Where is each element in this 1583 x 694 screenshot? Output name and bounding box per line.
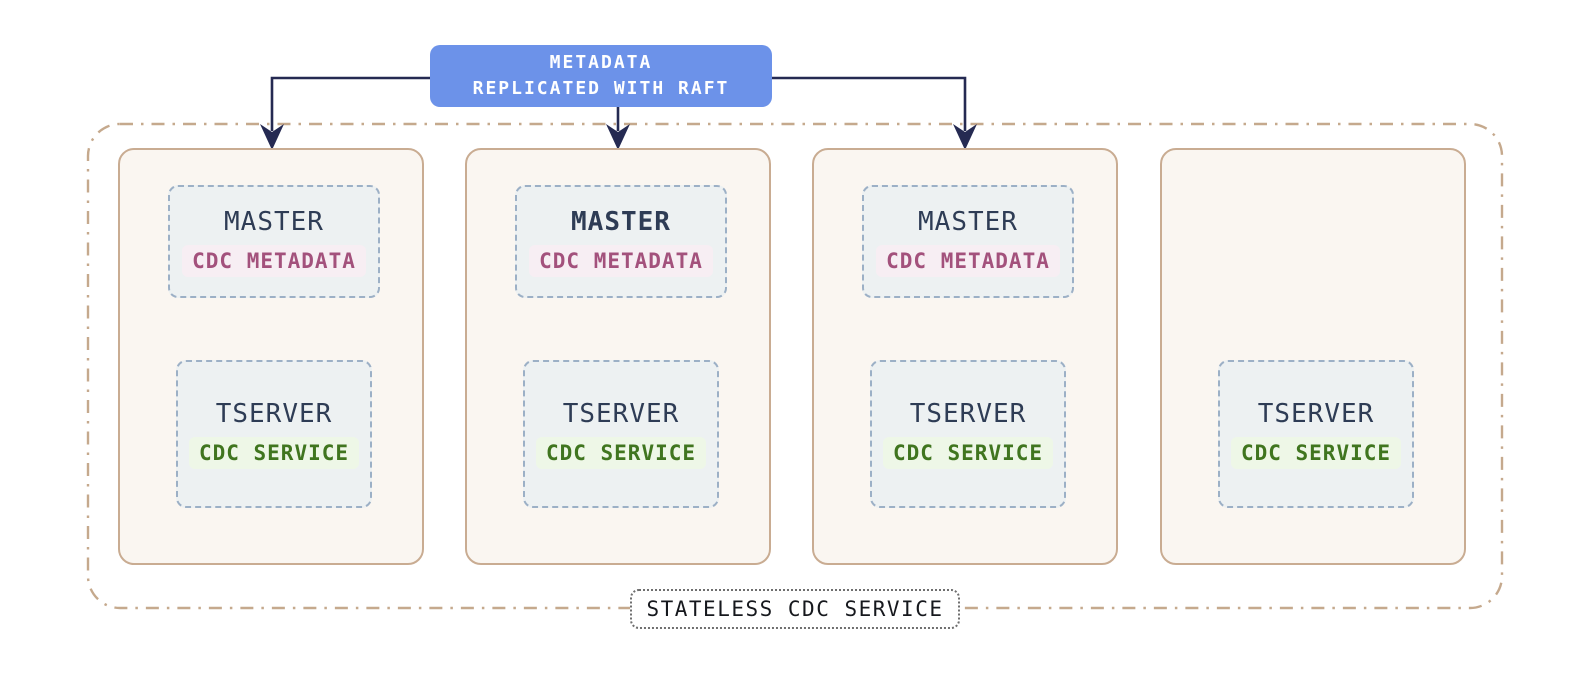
raft-metadata-box: METADATA REPLICATED WITH RAFT: [430, 45, 772, 107]
raft-metadata-line2: REPLICATED WITH RAFT: [472, 78, 730, 99]
node-2: MASTER CDC METADATA TSERVER CDC SERVICE: [465, 148, 771, 565]
node-3-master-box: MASTER CDC METADATA: [862, 185, 1074, 298]
node-2-master-box: MASTER CDC METADATA: [515, 185, 727, 298]
cdc-service-chip: CDC SERVICE: [882, 437, 1054, 469]
master-title: MASTER: [571, 206, 671, 237]
node-1: MASTER CDC METADATA TSERVER CDC SERVICE: [118, 148, 424, 565]
tserver-title: TSERVER: [909, 399, 1027, 429]
node-4: TSERVER CDC SERVICE: [1160, 148, 1466, 565]
cdc-metadata-chip: CDC METADATA: [876, 244, 1060, 277]
cdc-metadata-chip: CDC METADATA: [182, 244, 366, 277]
node-2-tserver-box: TSERVER CDC SERVICE: [523, 360, 719, 508]
tserver-title: TSERVER: [1257, 399, 1375, 429]
cdc-service-chip: CDC SERVICE: [535, 437, 707, 469]
node-1-tserver-box: TSERVER CDC SERVICE: [176, 360, 372, 508]
cdc-service-chip: CDC SERVICE: [1230, 437, 1402, 469]
cdc-metadata-chip: CDC METADATA: [529, 244, 713, 277]
node-4-tserver-box: TSERVER CDC SERVICE: [1218, 360, 1414, 508]
node-3: MASTER CDC METADATA TSERVER CDC SERVICE: [812, 148, 1118, 565]
cdc-service-chip: CDC SERVICE: [188, 437, 360, 469]
node-1-master-box: MASTER CDC METADATA: [168, 185, 380, 298]
stateless-cdc-service-label: STATELESS CDC SERVICE: [630, 589, 960, 629]
raft-metadata-line1: METADATA: [549, 52, 653, 73]
tserver-title: TSERVER: [215, 399, 333, 429]
master-title: MASTER: [918, 206, 1018, 237]
tserver-title: TSERVER: [562, 399, 680, 429]
master-title: MASTER: [224, 206, 324, 237]
node-3-tserver-box: TSERVER CDC SERVICE: [870, 360, 1066, 508]
